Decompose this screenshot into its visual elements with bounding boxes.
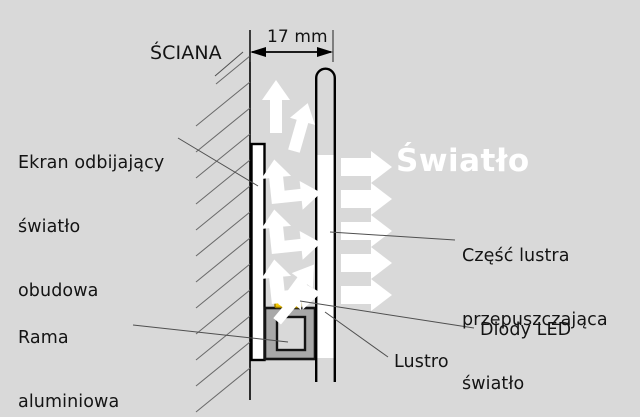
leader-rama [132, 324, 289, 343]
dim-arrowhead-right [317, 47, 333, 57]
emitted-light-arrows [341, 151, 392, 311]
label-aluminium-frame: Rama aluminiowa [18, 285, 119, 417]
emit-arrow-1 [341, 151, 392, 183]
emit-arrow-5 [341, 279, 392, 311]
wall-hatching [195, 55, 251, 413]
leader-ekran [177, 137, 259, 187]
label-transmissive-line3: światło [462, 373, 525, 394]
arrow-up-1 [262, 80, 290, 133]
mirror-outline [315, 67, 336, 382]
arrow-up-2 [288, 103, 315, 153]
label-light: Światło [396, 143, 530, 179]
label-leds: Diody LED [480, 320, 572, 340]
label-reflector-line1: Ekran odbijający [18, 152, 165, 173]
label-wall: ŚCIANA [150, 42, 222, 64]
internal-light-arrows [261, 80, 321, 325]
label-dimension: 17 mm [267, 27, 328, 47]
emit-arrow-3 [341, 215, 392, 247]
label-reflector-panel: Ekran odbijający światło obudowa [18, 110, 164, 345]
label-reflector-line3: obudowa [18, 280, 99, 301]
label-frame-line1: Rama [18, 327, 69, 348]
reflector-panel [250, 142, 266, 362]
label-mirror: Lustro [394, 352, 449, 372]
arrow-bent-1 [261, 159, 321, 210]
mirror-glass [315, 67, 336, 382]
label-frame-line2: aluminiowa [18, 391, 120, 412]
label-transmissive-part: Część lustra przepuszczająca światło [462, 203, 608, 417]
leader-lines [132, 51, 475, 358]
label-reflector-line2: światło [18, 216, 81, 237]
leader-czesc [329, 231, 456, 241]
emit-arrow-2 [341, 183, 392, 215]
dim-arrowhead-left [250, 47, 266, 57]
label-transmissive-line2: przepuszczająca [462, 309, 608, 330]
aluminium-frame [263, 306, 317, 361]
leader-lustro [324, 311, 389, 358]
dimension-17mm [249, 30, 334, 62]
label-transmissive-line1: Część lustra [462, 245, 570, 266]
wall-group [195, 30, 251, 413]
mirror-transmissive-band [317, 155, 334, 358]
emit-arrow-4 [341, 247, 392, 279]
arrow-bent-2 [261, 209, 321, 260]
arrow-diagonal-bottom [273, 290, 303, 325]
leader-sciana [214, 51, 244, 77]
arrow-bent-3 [261, 259, 321, 310]
arrow-diagonal-up [278, 264, 315, 311]
leader-diody [299, 300, 475, 329]
